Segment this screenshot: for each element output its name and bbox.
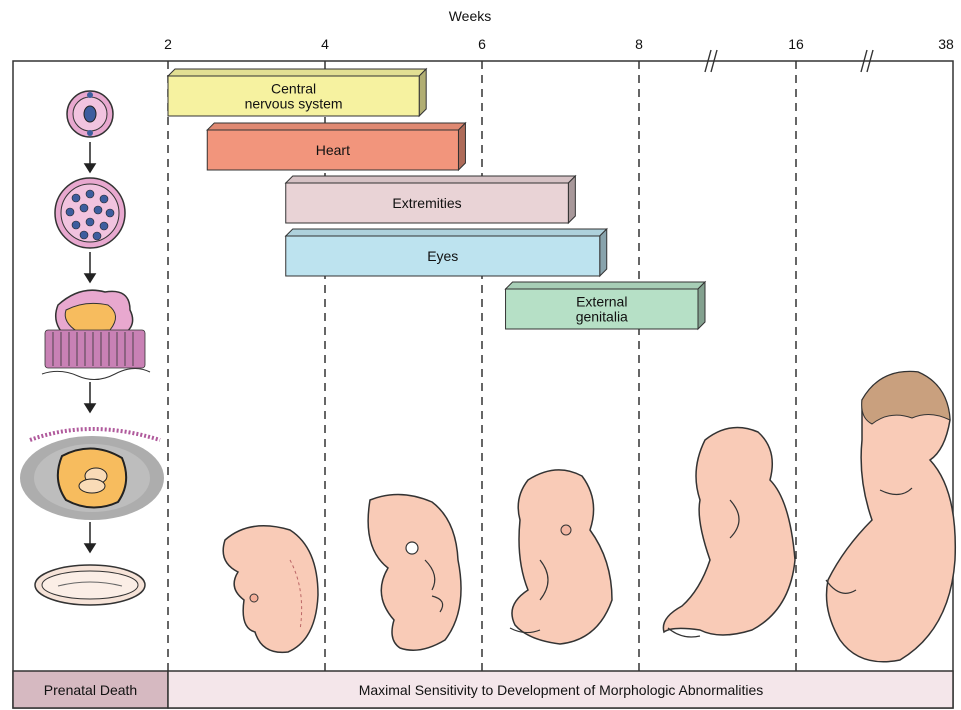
bar-extremities: Extremities bbox=[286, 176, 576, 223]
arrow-icon bbox=[85, 142, 95, 172]
bar-genitalia-top-face bbox=[506, 282, 705, 289]
bar-cns-label: Central bbox=[271, 81, 316, 97]
bar-extremities-side-face bbox=[568, 176, 575, 223]
embryo-week7-icon bbox=[510, 470, 612, 644]
embryo-week3-icon bbox=[223, 526, 318, 653]
bar-heart-side-face bbox=[458, 123, 465, 170]
zygote-icon bbox=[67, 91, 113, 137]
bar-extremities-top-face bbox=[286, 176, 576, 183]
diagram-frame bbox=[13, 61, 953, 708]
bar-cns-top-face bbox=[168, 69, 426, 76]
fetus-week38-icon bbox=[826, 372, 955, 662]
bar-heart: Heart bbox=[207, 123, 465, 170]
bar-eyes-top-face bbox=[286, 229, 607, 236]
fetus-week12-icon bbox=[663, 428, 795, 638]
bar-cns-side-face bbox=[419, 69, 426, 116]
implanted-embryo-icon bbox=[20, 429, 164, 520]
embryo-week5-icon bbox=[368, 494, 461, 650]
implanting-blastocyst-icon bbox=[42, 290, 150, 379]
bar-cns-label: nervous system bbox=[245, 96, 343, 112]
embryonic-disc-icon bbox=[35, 565, 145, 605]
morphologic-sensitivity-label: Maximal Sensitivity to Development of Mo… bbox=[169, 671, 953, 708]
bar-extremities-label: Extremities bbox=[392, 195, 461, 211]
bar-genitalia-label: External bbox=[576, 294, 627, 310]
bar-genitalia-side-face bbox=[698, 282, 705, 329]
bar-eyes-side-face bbox=[600, 229, 607, 276]
arrow-icon bbox=[85, 252, 95, 282]
bar-genitalia-label: genitalia bbox=[576, 309, 628, 325]
morula-icon bbox=[55, 178, 125, 248]
bar-heart-top-face bbox=[207, 123, 465, 130]
bar-eyes-label: Eyes bbox=[427, 248, 458, 264]
arrow-icon bbox=[85, 522, 95, 552]
bar-eyes: Eyes bbox=[286, 229, 607, 276]
bar-heart-label: Heart bbox=[316, 142, 350, 158]
arrow-icon bbox=[85, 382, 95, 412]
prenatal-death-label: Prenatal Death bbox=[13, 671, 168, 708]
